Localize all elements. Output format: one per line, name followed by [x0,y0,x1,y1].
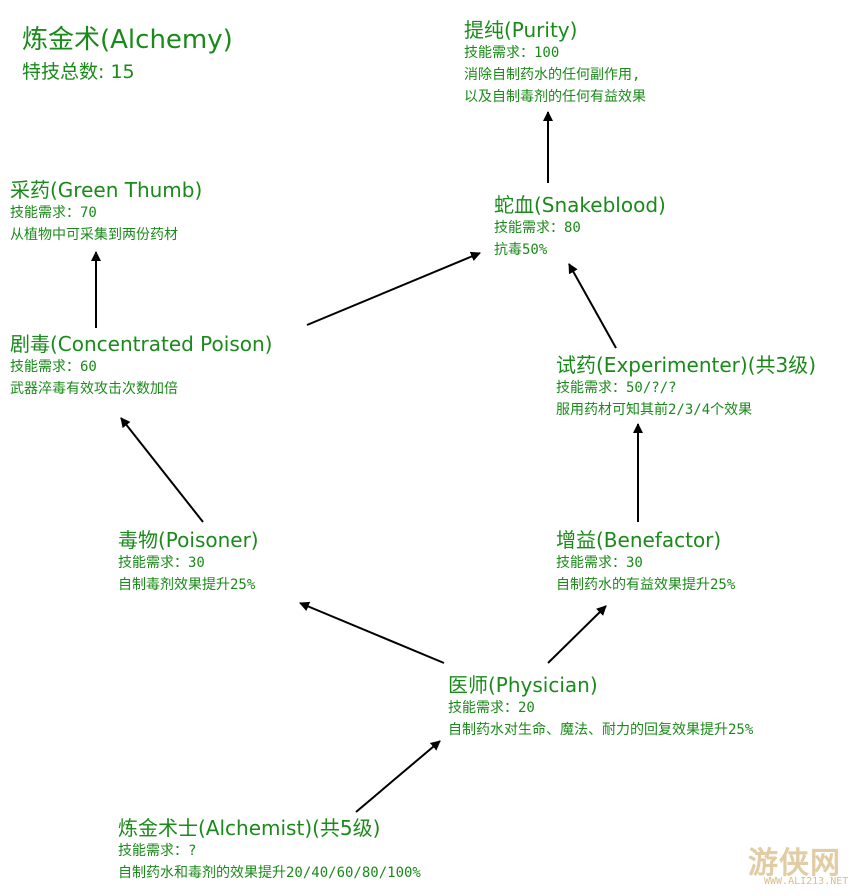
node-concentrated-poison: 剧毒(Concentrated Poison) 技能需求：60 武器淬毒有效攻击… [10,332,272,400]
site-watermark: 游侠网 WWW.ALI213.NET [738,836,856,892]
node-purity: 提纯(Purity) 技能需求：100 消除自制药水的任何副作用, 以及自制毒剂… [464,18,646,108]
node-name: 剧毒(Concentrated Poison) [10,332,273,356]
node-name: 毒物(Poisoner) [118,528,259,552]
arrow-physician-to-benefactor [547,605,607,664]
effect-text: 从植物中可采集到两份药材 [10,227,178,243]
node-name: 炼金术士(Alchemist)(共5级) [118,816,381,840]
effect-text: 自制毒剂效果提升25% [118,577,256,593]
tree-title: 炼金术(Alchemy) [22,25,233,55]
node-benefactor: 增益(Benefactor) 技能需求：30 自制药水的有益效果提升25% [556,528,735,596]
watermark-logo-text: 游侠网 [748,846,841,881]
effect-text: 武器淬毒有效攻击次数加倍 [10,381,178,397]
node-green-thumb: 采药(Green Thumb) 技能需求：70 从植物中可采集到两份药材 [10,178,202,246]
node-name: 试药(Experimenter)(共3级) [556,353,817,377]
arrow-alchemist-to-physician [355,740,441,813]
skill-requirement: 技能需求：20 [448,700,535,716]
node-alchemist: 炼金术士(Alchemist)(共5级) 技能需求：? 自制药水和毒剂的效果提升… [118,816,421,884]
arrow-experimenter-to-snakeblood [568,263,617,349]
skill-requirement: 技能需求：100 [464,45,560,61]
skill-requirement: 技能需求：70 [10,205,97,221]
arrow-concentrated-poison-to-snakeblood [306,251,481,326]
skill-requirement: 技能需求：60 [10,359,97,375]
node-name: 提纯(Purity) [464,18,578,42]
skill-requirement: 技能需求：30 [118,555,205,571]
perk-count: 特技总数: 15 [22,61,135,83]
effect-text: 自制药水对生命、魔法、耐力的回复效果提升25% [448,722,754,738]
skill-requirement: 技能需求：? [118,843,197,859]
effect-text: 服用药材可知其前2/3/4个效果 [556,402,753,418]
node-name: 采药(Green Thumb) [10,178,203,202]
node-poisoner: 毒物(Poisoner) 技能需求：30 自制毒剂效果提升25% [118,528,259,596]
node-name: 增益(Benefactor) [556,528,722,552]
watermark-url: WWW.ALI213.NET [764,876,849,887]
effect-text: 抗毒50% [494,242,548,258]
node-name: 蛇血(Snakeblood) [494,193,666,217]
skill-requirement: 技能需求：50/?/? [556,380,677,396]
node-snakeblood: 蛇血(Snakeblood) 技能需求：80 抗毒50% [494,193,666,261]
effect-text: 自制药水的有益效果提升25% [556,577,736,593]
node-name: 医师(Physician) [448,673,598,697]
node-physician: 医师(Physician) 技能需求：20 自制药水对生命、魔法、耐力的回复效果… [448,673,753,741]
arrow-physician-to-poisoner [299,601,445,664]
arrow-poisoner-to-concentrated-poison [120,417,204,523]
effect-text: 消除自制药水的任何副作用, [464,67,641,83]
skill-requirement: 技能需求：80 [494,220,581,236]
effect-text: 以及自制毒剂的任何有益效果 [464,89,646,105]
effect-text: 自制药水和毒剂的效果提升20/40/60/80/100% [118,865,421,881]
skill-requirement: 技能需求：30 [556,555,643,571]
node-experimenter: 试药(Experimenter)(共3级) 技能需求：50/?/? 服用药材可知… [556,353,816,421]
